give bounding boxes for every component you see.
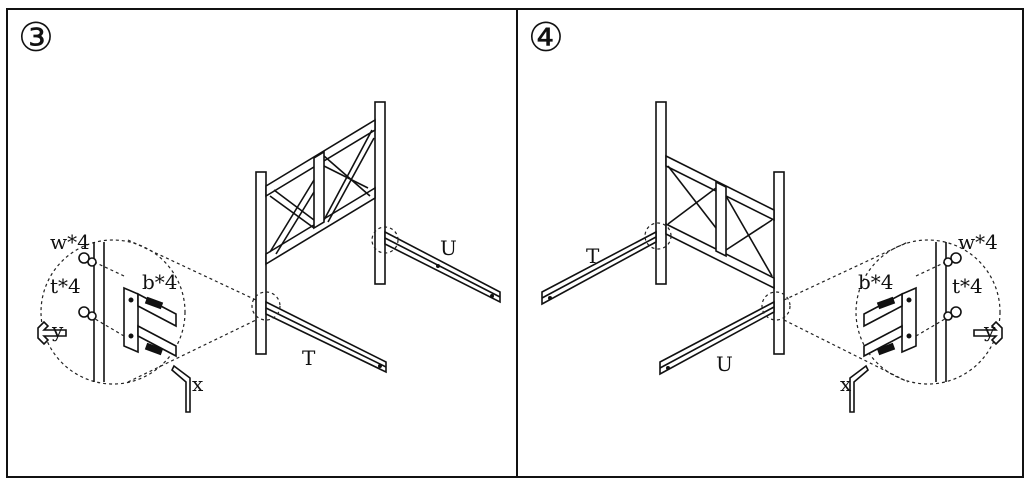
leader-line-bottom [783,319,909,383]
step-number: ③ [18,15,54,61]
label-w: w*4 [50,230,90,254]
right-post [374,101,386,285]
hex-key-icon [171,364,191,413]
wrench-icon [37,320,67,346]
hex-key-icon [849,364,869,413]
leader-line-top [783,241,909,301]
label-w: w*4 [958,230,998,254]
label-T: T [302,346,316,370]
washers-nuts [943,252,962,321]
joint-circle-T [644,222,672,250]
step-3-drawing [37,101,501,413]
label-y: y [984,318,996,342]
step-3-panel: ③ w*4 t*4 b*4 y x T U [6,8,518,478]
label-T: T [586,244,600,268]
detail-magnifier [855,239,1001,385]
upper-frame [265,118,376,266]
rail-U [384,230,501,304]
right-post [773,171,785,355]
label-U: U [716,352,733,376]
left-post [255,171,267,355]
rail-T [265,300,387,374]
wrench-icon [973,320,1003,346]
step-number: ④ [528,15,564,61]
joint-circle-T [251,291,281,321]
label-x: x [192,372,204,396]
label-t: t*4 [952,274,983,298]
rail-T [541,230,657,306]
washers-nuts [78,252,97,321]
joint-circle-U [371,226,399,254]
label-b: b*4 [858,270,894,294]
label-y: y [52,318,64,342]
step-4-panel: ④ w*4 t*4 b*4 y x T U [516,8,1024,478]
upper-frame [665,154,775,290]
detail-magnifier [40,239,186,385]
joint-circle-U [761,291,791,321]
label-t: t*4 [50,274,81,298]
rail-U [659,300,775,376]
label-x: x [840,372,852,396]
label-U: U [440,236,457,260]
label-b: b*4 [142,270,178,294]
left-post [655,101,667,285]
step-4-drawing [541,101,1003,413]
